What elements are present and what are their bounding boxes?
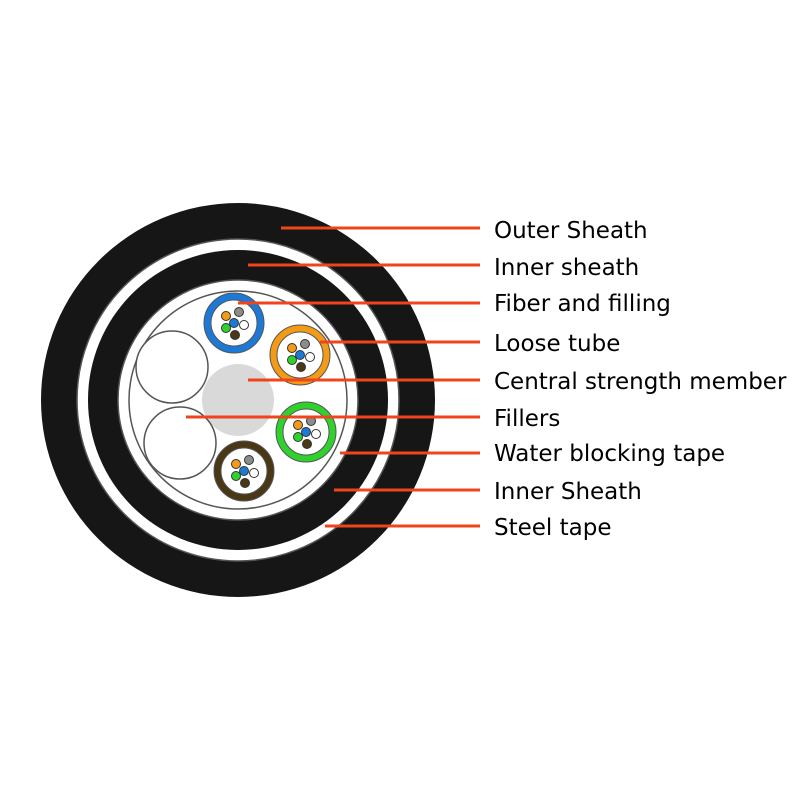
optical-fiber — [240, 478, 250, 488]
optical-fiber — [293, 432, 303, 442]
optical-fiber — [311, 429, 321, 439]
callouts: Outer Sheath Inner sheath Fiber and fill… — [186, 218, 787, 541]
optical-fiber — [296, 362, 306, 372]
label-outer-sheath: Outer Sheath — [494, 218, 648, 244]
optical-fiber — [300, 339, 310, 349]
optical-fiber — [221, 323, 231, 333]
loose-tube-orange — [269, 324, 331, 386]
loose-tube-green — [275, 401, 337, 463]
optical-fiber — [221, 311, 231, 321]
optical-fiber — [231, 459, 241, 469]
optical-fiber — [230, 330, 240, 340]
label-central-strength-member: Central strength member — [494, 369, 787, 395]
label-inner-sheath: Inner sheath — [494, 255, 639, 281]
optical-fiber — [229, 318, 239, 328]
optical-fiber — [287, 343, 297, 353]
optical-fiber — [305, 352, 315, 362]
optical-fiber — [293, 420, 303, 430]
optical-fiber — [231, 471, 241, 481]
loose-tube-brown — [213, 440, 275, 502]
optical-fiber — [287, 355, 297, 365]
label-fillers: Fillers — [494, 406, 560, 432]
filler-lower — [143, 406, 217, 480]
label-steel-tape: Steel tape — [494, 515, 611, 541]
label-water-blocking-tape: Water blocking tape — [494, 441, 725, 467]
label-inner-sheath-2: Inner Sheath — [494, 479, 642, 505]
label-loose-tube: Loose tube — [494, 331, 620, 357]
cable-cross-section — [41, 203, 435, 597]
optical-fiber — [301, 427, 311, 437]
loose-tube-blue — [203, 292, 265, 354]
optical-fiber — [295, 350, 305, 360]
optical-fiber — [244, 455, 254, 465]
optical-fiber — [249, 468, 259, 478]
central-strength-member — [202, 364, 274, 436]
optical-fiber — [239, 320, 249, 330]
filler-upper — [135, 330, 209, 404]
optical-fiber — [234, 307, 244, 317]
optical-fiber — [302, 439, 312, 449]
label-fiber-and-filling: Fiber and filling — [494, 291, 671, 317]
optical-fiber — [239, 466, 249, 476]
